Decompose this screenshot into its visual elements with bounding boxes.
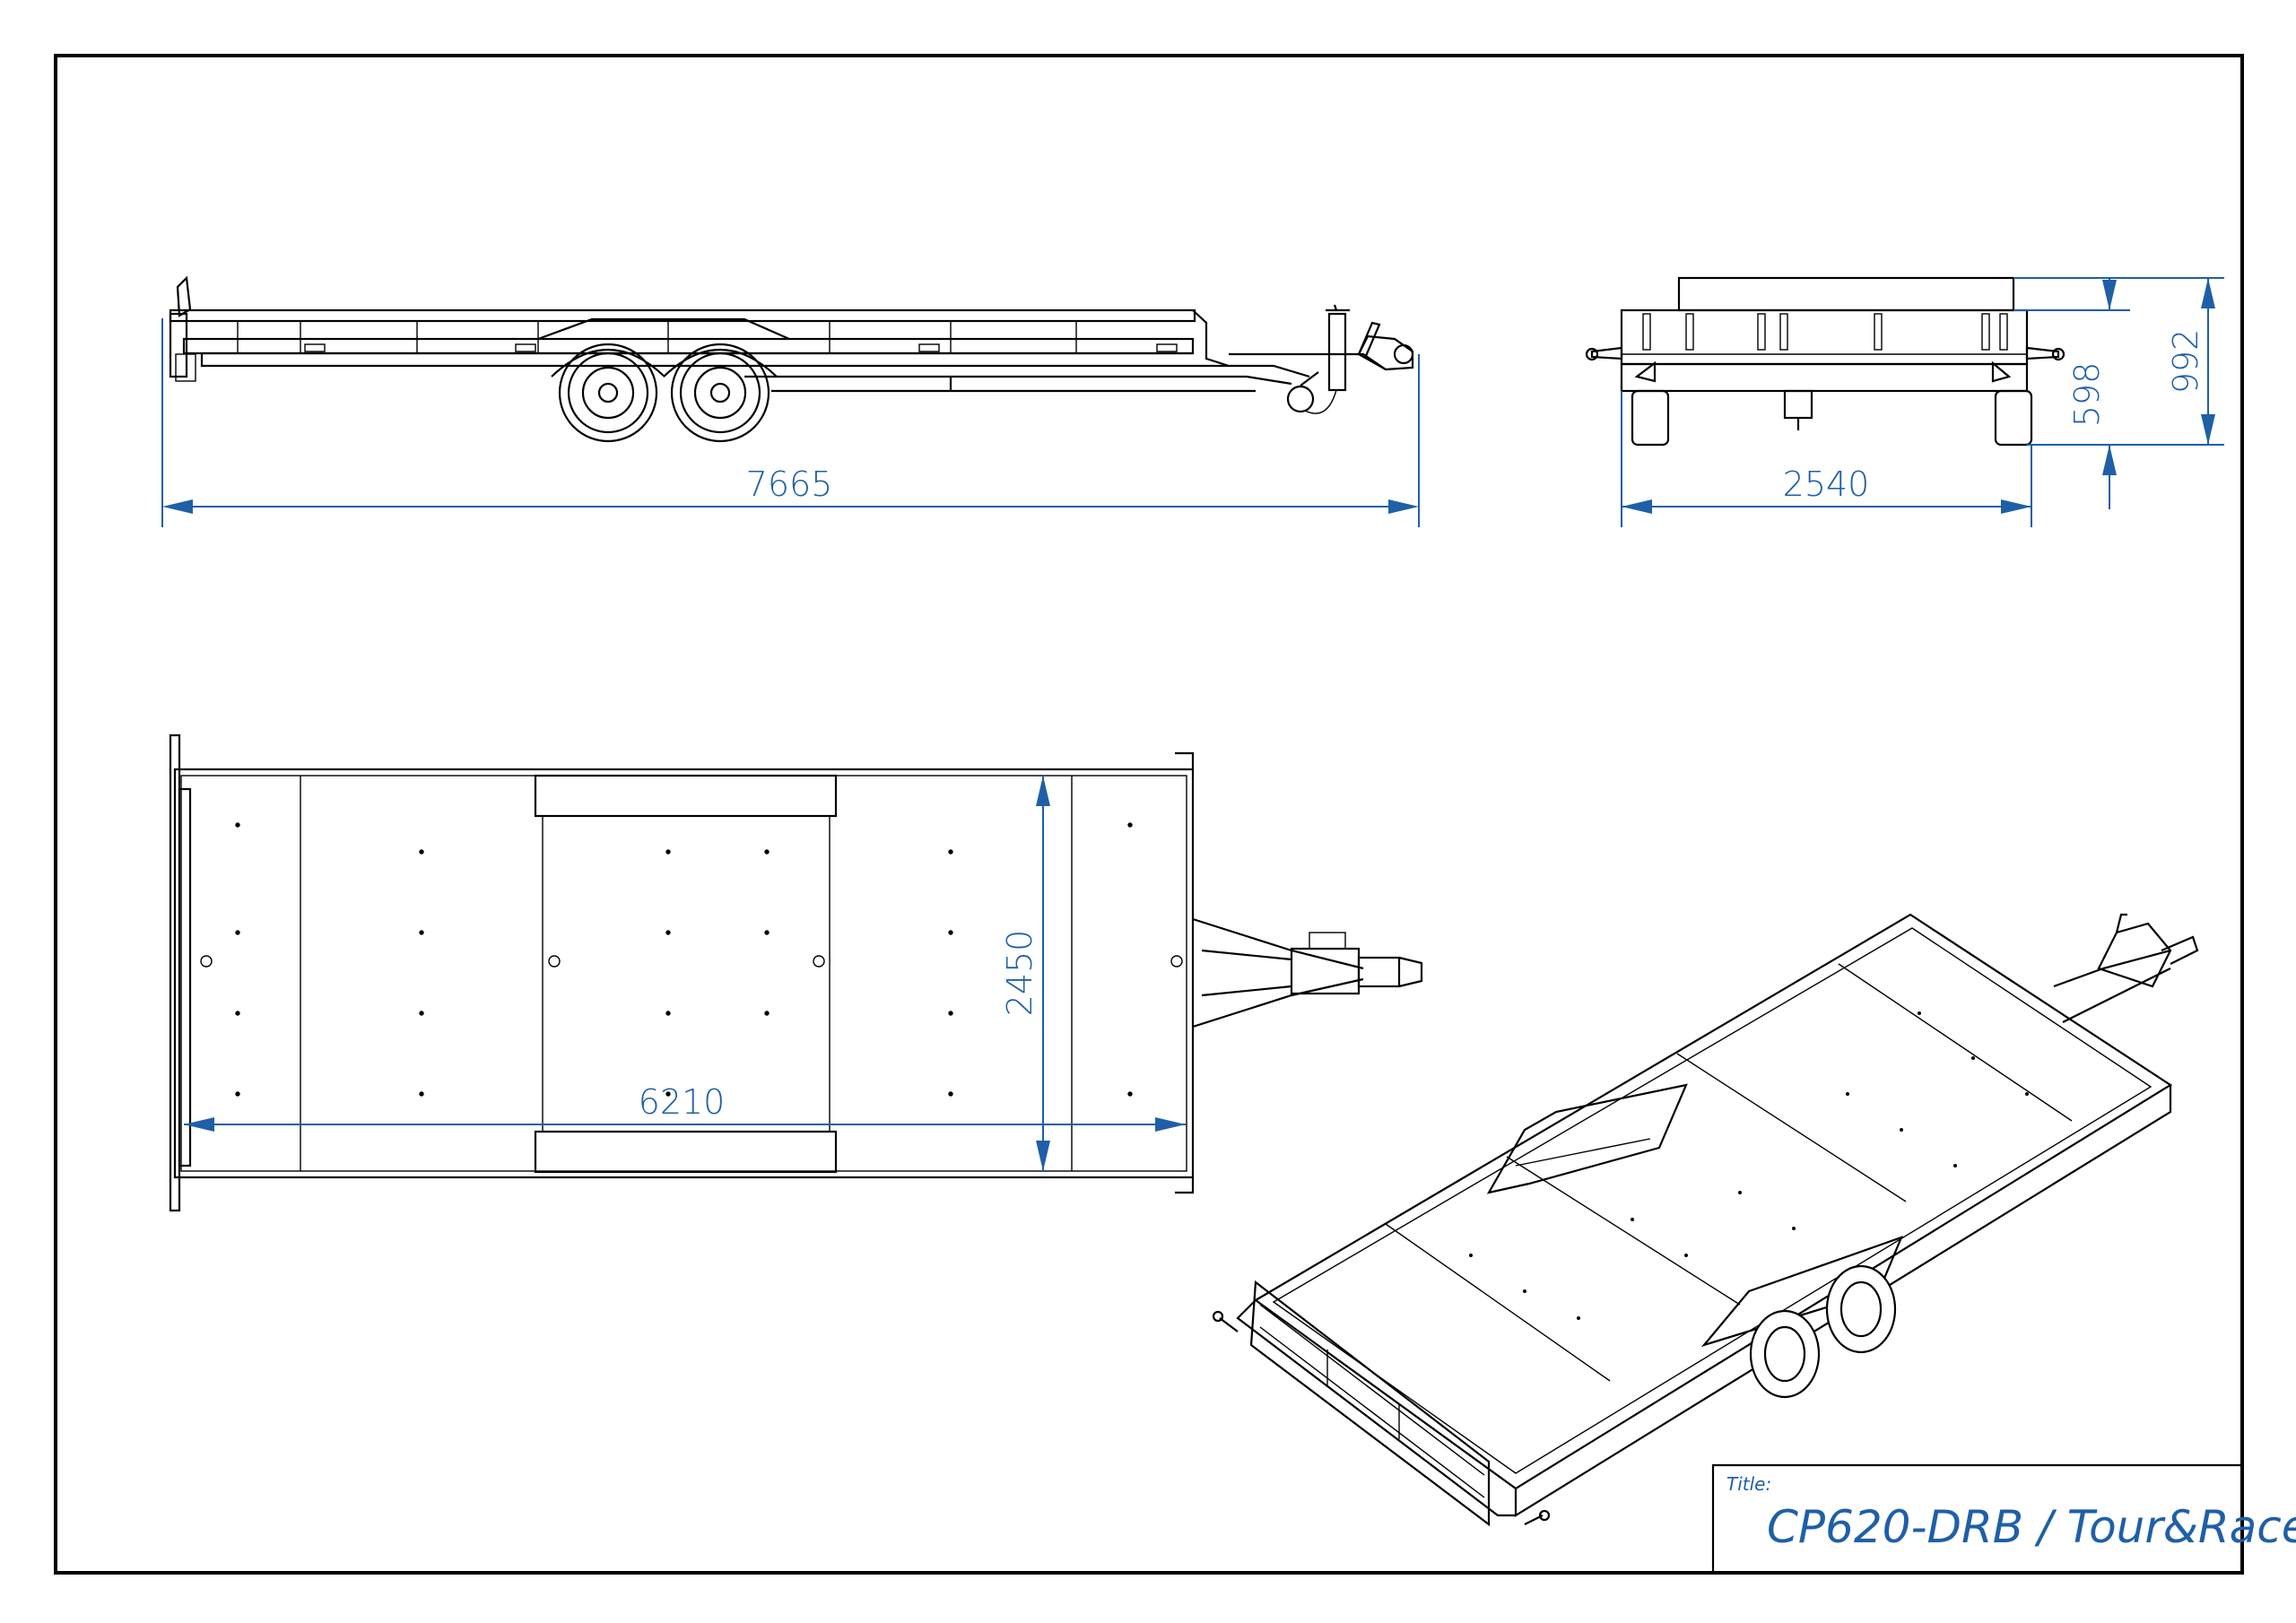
top-deck-width-dimension: 2450 [1000,930,1039,1017]
front-overall-height-dimension: 992 [2166,329,2205,395]
top-view: 6210 2450 [169,733,1423,1212]
title-block: Title: CP620-DRB / Tour&Race [1711,1463,2296,1573]
drawing-title: CP620-DRB / Tour&Race [1767,1501,2296,1553]
side-length-dimension: 7665 [746,464,833,504]
top-deck-length-dimension: 6210 [639,1082,726,1122]
front-width-dimension: 2540 [1783,464,1870,504]
isometric-view-wheels [1749,1264,1897,1399]
isometric-view [1212,913,2199,1527]
side-view-wheels [558,343,770,443]
side-view: 7665 [161,275,1420,527]
drawing-border [54,54,2244,1575]
title-label: Title: [1726,1473,1771,1495]
front-view: 2540 598 992 [1585,276,2224,527]
front-deck-height-dimension: 598 [2067,362,2107,428]
